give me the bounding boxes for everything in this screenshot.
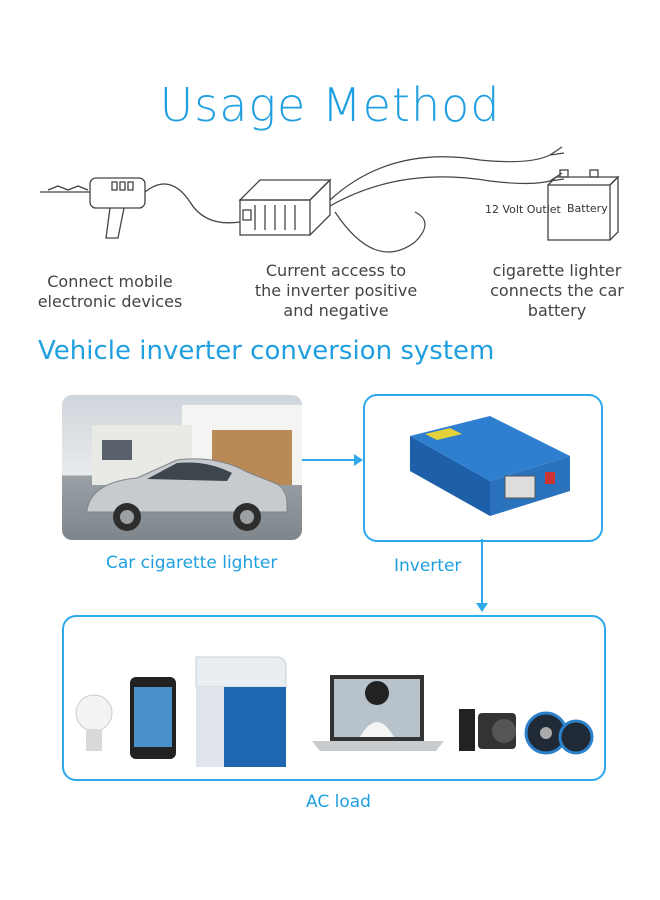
arrow-down: [476, 539, 488, 612]
smartphone-icon: [130, 677, 176, 759]
car-photo: [62, 395, 302, 540]
usage-sketch: 12 Volt Outlet Battery: [40, 146, 620, 253]
step-label-battery: cigarette lighter connects the car batte…: [490, 261, 624, 320]
light-bulb-icon: [75, 694, 113, 751]
inverter-sketch-icon: [238, 178, 332, 236]
outlet-label: 12 Volt Outlet: [485, 203, 562, 216]
camera-icon: [459, 709, 516, 751]
battery-label: Battery: [567, 202, 608, 215]
cable-lines: [329, 146, 565, 253]
laptop-icon: [312, 675, 444, 751]
drill-icon: [40, 177, 241, 239]
speaker-icon: [524, 711, 594, 755]
arrow-right: [302, 454, 363, 466]
car-scene: [86, 405, 302, 531]
ac-load-devices: [75, 656, 594, 767]
car-fridge-icon: [195, 656, 287, 767]
ac-load-box: [62, 615, 606, 781]
page-title: Usage Method: [159, 78, 501, 132]
battery-sketch-icon: [547, 169, 620, 241]
inverter-box: [363, 394, 603, 542]
car-cigarette-lighter-label: Car cigarette lighter: [106, 553, 278, 573]
ac-load-label: AC load: [306, 792, 371, 812]
inverter-label: Inverter: [394, 556, 462, 576]
inverter-icon: [410, 416, 570, 516]
section-title: Vehicle inverter conversion system: [38, 336, 495, 366]
step-label-current-access: Current access to the inverter positive …: [254, 261, 418, 320]
step-label-connect-devices: Connect mobile electronic devices: [37, 272, 183, 311]
